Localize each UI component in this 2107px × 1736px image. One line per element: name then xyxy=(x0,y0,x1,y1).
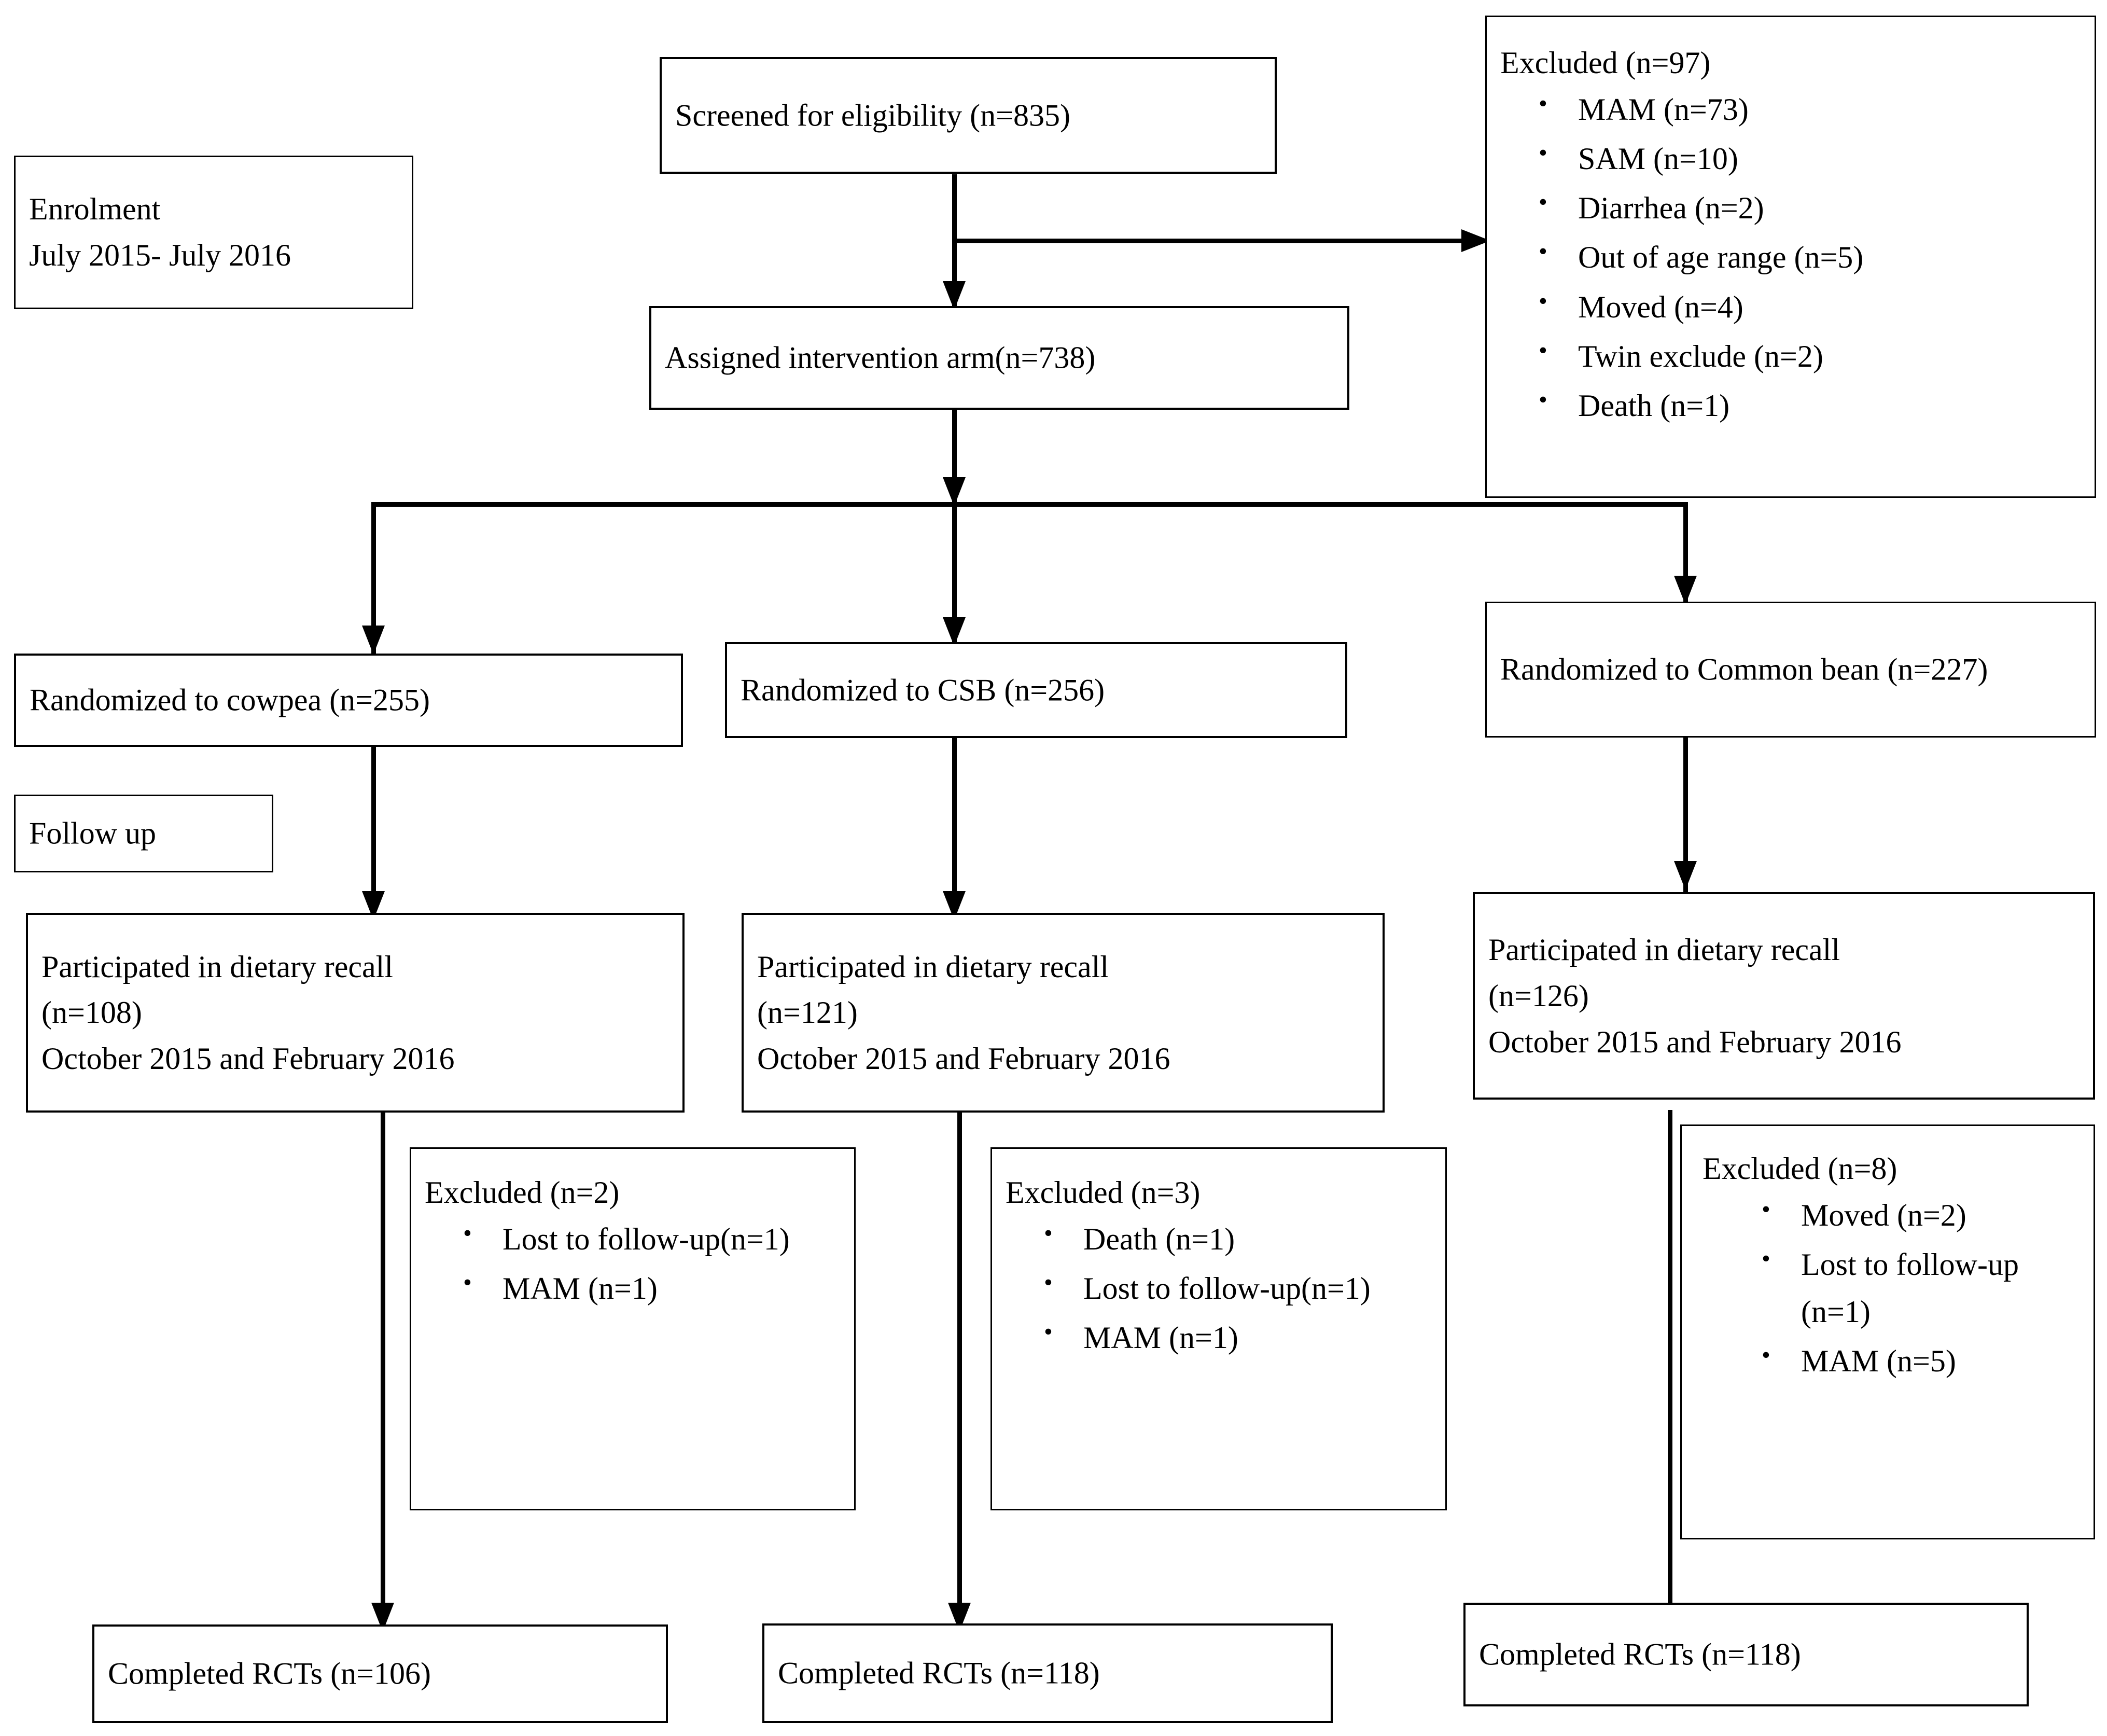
list-item: Death (n=1) xyxy=(1044,1215,1435,1263)
list-item: MAM (n=1) xyxy=(463,1264,844,1312)
participated-csb-line2: (n=121) xyxy=(757,995,858,1030)
participated-csb-box: Participated in dietary recall (n=121) O… xyxy=(742,913,1385,1113)
excluded-cowpea-heading: Excluded (n=2) xyxy=(425,1175,620,1210)
randomized-csb-box: Randomized to CSB (n=256) xyxy=(725,642,1347,738)
randomized-commonbean-box: Randomized to Common bean (n=227) xyxy=(1485,602,2096,738)
excluded-csb-reason-list: Death (n=1) Lost to follow-up(n=1) MAM (… xyxy=(1006,1215,1435,1362)
excluded-commonbean-box: Excluded (n=8) Moved (n=2) Lost to follo… xyxy=(1680,1124,2095,1539)
randomized-cowpea-label: Randomized to cowpea (n=255) xyxy=(30,683,430,717)
list-item: Moved (n=2) xyxy=(1762,1191,2081,1239)
excluded-screening-heading: Excluded (n=97) xyxy=(1500,46,1711,80)
followup-stage-box: Follow up xyxy=(14,795,273,872)
participated-csb-line3: October 2015 and February 2016 xyxy=(757,1041,1170,1076)
connector-distribution-bar xyxy=(371,502,1687,507)
completed-commonbean-box: Completed RCTs (n=118) xyxy=(1463,1603,2029,1706)
excluded-csb-heading: Excluded (n=3) xyxy=(1006,1175,1201,1210)
participated-commonbean-line2: (n=126) xyxy=(1488,978,1589,1013)
randomized-csb-label: Randomized to CSB (n=256) xyxy=(741,673,1105,707)
list-item: Out of age range (n=5) xyxy=(1539,233,2084,281)
excluded-csb-box: Excluded (n=3) Death (n=1) Lost to follo… xyxy=(990,1147,1447,1510)
enrolment-period: July 2015- July 2016 xyxy=(29,238,291,272)
connector-branch-cowpea xyxy=(371,502,376,658)
excluded-screening-reason-list: MAM (n=73) SAM (n=10) Diarrhea (n=2) Out… xyxy=(1500,85,2084,429)
connector-cowpea-to-recall xyxy=(371,716,376,923)
list-item: MAM (n=1) xyxy=(1044,1313,1435,1362)
excluded-cowpea-reason-list: Lost to follow-up(n=1) MAM (n=1) xyxy=(425,1215,844,1312)
excluded-screening-box: Excluded (n=97) MAM (n=73) SAM (n=10) Di… xyxy=(1485,16,2096,498)
randomized-commonbean-label: Randomized to Common bean (n=227) xyxy=(1500,652,1988,687)
assigned-intervention-label: Assigned intervention arm(n=738) xyxy=(665,340,1096,375)
connector-branch-commonbean xyxy=(1683,502,1688,606)
excluded-cowpea-box: Excluded (n=2) Lost to follow-up(n=1) MA… xyxy=(410,1147,856,1510)
arrowhead-commonbean-to-recall xyxy=(1674,861,1697,890)
list-item: Death (n=1) xyxy=(1539,381,2084,429)
list-item: SAM (n=10) xyxy=(1539,134,2084,183)
participated-commonbean-box: Participated in dietary recall (n=126) O… xyxy=(1473,892,2095,1100)
completed-cowpea-label: Completed RCTs (n=106) xyxy=(108,1656,431,1691)
screened-box: Screened for eligibility (n=835) xyxy=(660,57,1277,174)
participated-cowpea-line3: October 2015 and February 2016 xyxy=(41,1041,455,1076)
enrolment-label: Enrolment xyxy=(29,192,161,227)
connector-csb-to-recall xyxy=(952,716,957,923)
list-item: Moved (n=4) xyxy=(1539,283,2084,331)
participated-commonbean-line1: Participated in dietary recall xyxy=(1488,932,1840,967)
connector-commonbean-to-recall xyxy=(1683,737,1688,892)
connector-commonbean-to-completed xyxy=(1668,1110,1672,1634)
list-item: Lost to follow-up (n=1) xyxy=(1762,1240,2081,1336)
connector-csb-to-completed xyxy=(957,1110,962,1634)
participated-cowpea-box: Participated in dietary recall (n=108) O… xyxy=(26,913,685,1113)
participated-commonbean-line3: October 2015 and February 2016 xyxy=(1488,1024,1902,1059)
screened-label: Screened for eligibility (n=835) xyxy=(675,98,1070,133)
arrowhead-to-csb xyxy=(943,617,966,646)
connector-assigned-stem xyxy=(952,410,957,508)
completed-csb-label: Completed RCTs (n=118) xyxy=(778,1656,1100,1690)
excluded-commonbean-reason-list: Moved (n=2) Lost to follow-up (n=1) MAM … xyxy=(1703,1191,2081,1385)
completed-cowpea-box: Completed RCTs (n=106) xyxy=(92,1624,668,1723)
connector-screened-to-excluded xyxy=(952,239,1471,243)
completed-csb-box: Completed RCTs (n=118) xyxy=(762,1623,1333,1723)
assigned-intervention-box: Assigned intervention arm(n=738) xyxy=(649,306,1349,410)
list-item: Twin exclude (n=2) xyxy=(1539,332,2084,380)
list-item: MAM (n=73) xyxy=(1539,85,2084,133)
list-item: Diarrhea (n=2) xyxy=(1539,184,2084,232)
randomized-cowpea-box: Randomized to cowpea (n=255) xyxy=(14,654,683,747)
connector-branch-csb xyxy=(952,502,957,647)
participated-csb-line1: Participated in dietary recall xyxy=(757,949,1109,984)
followup-label: Follow up xyxy=(29,816,157,851)
list-item: Lost to follow-up(n=1) xyxy=(1044,1264,1435,1312)
arrowhead-to-assigned xyxy=(943,281,966,310)
excluded-commonbean-heading: Excluded (n=8) xyxy=(1703,1151,1897,1186)
arrowhead-assigned-stem xyxy=(943,477,966,506)
enrolment-stage-box: Enrolment July 2015- July 2016 xyxy=(14,156,413,309)
arrowhead-to-commonbean xyxy=(1674,576,1697,605)
list-item: MAM (n=5) xyxy=(1762,1337,2081,1385)
completed-commonbean-label: Completed RCTs (n=118) xyxy=(1479,1637,1801,1672)
connector-cowpea-to-completed xyxy=(381,1110,385,1634)
participated-cowpea-line2: (n=108) xyxy=(41,995,142,1030)
arrowhead-to-cowpea xyxy=(362,626,385,655)
participated-cowpea-line1: Participated in dietary recall xyxy=(41,949,394,984)
list-item: Lost to follow-up(n=1) xyxy=(463,1215,844,1263)
